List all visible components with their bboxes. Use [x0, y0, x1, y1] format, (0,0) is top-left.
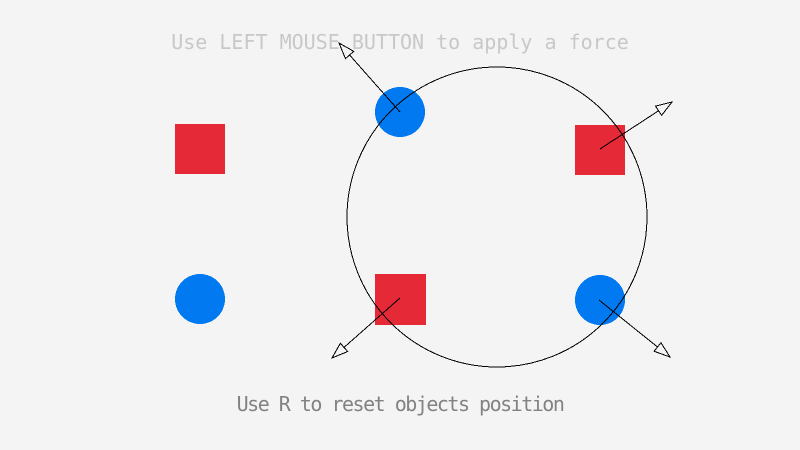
boundary-circle-outline	[346, 66, 648, 368]
force-arrow-line	[343, 297, 401, 348]
force-arrow-head	[330, 342, 349, 360]
force-arrow-line	[598, 299, 658, 348]
physics-ball[interactable]	[575, 275, 625, 325]
force-arrow-head	[653, 341, 672, 358]
physics-box[interactable]	[575, 125, 625, 175]
force-arrow-line	[349, 54, 401, 113]
force-arrow-line	[599, 110, 659, 150]
hint-apply-force-text: Use LEFT MOUSE BUTTON to apply a force	[171, 30, 629, 54]
hint-reset-text: Use R to reset objects position	[236, 392, 565, 416]
physics-box[interactable]	[175, 124, 225, 174]
physics-ball[interactable]	[175, 274, 225, 324]
force-arrow-head	[654, 101, 674, 117]
force-arrow-head	[337, 41, 355, 60]
physics-box[interactable]	[375, 274, 426, 325]
